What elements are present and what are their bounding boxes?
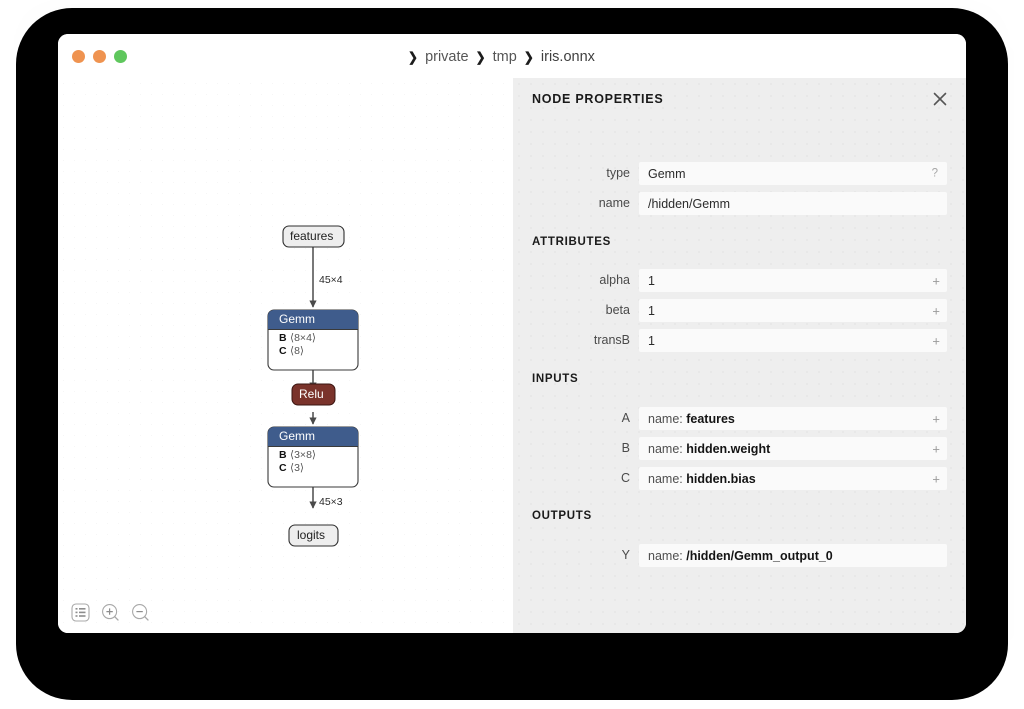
list-icon[interactable] xyxy=(70,602,91,623)
property-value-name-text: /hidden/Gemm xyxy=(648,196,730,211)
property-row-name: name /hidden/Gemm xyxy=(513,192,966,215)
attribute-value-alpha[interactable]: 1 + xyxy=(639,269,947,292)
expand-icon[interactable]: + xyxy=(932,441,940,456)
input-row-a: A name: features + xyxy=(513,407,966,430)
input-name-prefix: name: xyxy=(648,471,687,486)
input-value-a[interactable]: name: features + xyxy=(639,407,947,430)
breadcrumb-chevron-icon: ❯ xyxy=(408,49,419,65)
zoom-in-icon[interactable] xyxy=(100,602,121,623)
input-name-prefix: name: xyxy=(648,411,687,426)
graph-node-relu[interactable] xyxy=(291,383,336,406)
property-label-name: name xyxy=(598,196,630,210)
attribute-row-alpha: alpha 1 + xyxy=(513,269,966,292)
property-row-type: type Gemm ? xyxy=(513,162,966,185)
expand-icon[interactable]: + xyxy=(932,333,940,348)
help-icon[interactable]: ? xyxy=(931,166,938,179)
graph-node-gemm-1[interactable] xyxy=(267,309,359,371)
attribute-label-alpha: alpha xyxy=(599,273,630,287)
panel-title: NODE PROPERTIES xyxy=(532,92,664,106)
attribute-value-beta-text: 1 xyxy=(648,303,655,318)
output-value-y-text: /hidden/Gemm_output_0 xyxy=(686,548,833,563)
input-value-b-text: hidden.weight xyxy=(686,441,771,456)
node-properties-panel: NODE PROPERTIES type Gemm ? name /hidden… xyxy=(513,78,966,633)
property-value-type-text: Gemm xyxy=(648,166,686,181)
attribute-value-alpha-text: 1 xyxy=(648,273,655,288)
section-heading-attributes: ATTRIBUTES xyxy=(532,236,611,248)
zoom-out-icon[interactable] xyxy=(130,602,151,623)
expand-icon[interactable]: + xyxy=(932,411,940,426)
input-label-b: B xyxy=(621,441,630,455)
attribute-label-beta: beta xyxy=(605,303,630,317)
breadcrumb-item-file[interactable]: iris.onnx xyxy=(540,49,595,65)
input-value-b[interactable]: name: hidden.weight + xyxy=(639,437,947,460)
attribute-value-beta[interactable]: 1 + xyxy=(639,299,947,322)
output-label-y: Y xyxy=(621,548,630,562)
attribute-label-transb: transB xyxy=(593,333,630,347)
graph-node-features[interactable] xyxy=(282,225,345,248)
output-value-y[interactable]: name: /hidden/Gemm_output_0 xyxy=(639,544,947,567)
window-maximize-button[interactable] xyxy=(114,50,127,63)
panel-header: NODE PROPERTIES xyxy=(513,78,966,126)
attribute-value-transb-text: 1 xyxy=(648,333,655,348)
output-name-prefix: name: xyxy=(648,548,687,563)
input-label-a: A xyxy=(621,411,630,425)
expand-icon[interactable]: + xyxy=(932,273,940,288)
close-icon[interactable] xyxy=(928,87,952,111)
input-name-prefix: name: xyxy=(648,441,687,456)
input-value-c[interactable]: name: hidden.bias + xyxy=(639,467,947,490)
expand-icon[interactable]: + xyxy=(932,303,940,318)
property-value-type[interactable]: Gemm ? xyxy=(639,162,947,185)
property-label-type: type xyxy=(606,166,630,180)
attribute-row-beta: beta 1 + xyxy=(513,299,966,322)
graph-toolbar xyxy=(70,602,151,623)
section-heading-inputs: INPUTS xyxy=(532,373,579,385)
input-value-a-text: features xyxy=(686,411,735,426)
input-row-b: B name: hidden.weight + xyxy=(513,437,966,460)
graph-node-logits[interactable] xyxy=(288,524,339,547)
input-value-c-text: hidden.bias xyxy=(686,471,756,486)
property-value-name[interactable]: /hidden/Gemm xyxy=(639,192,947,215)
graph-canvas[interactable]: features 45×4 Gemm B ⟨8×4⟩ C ⟨8⟩ Relu Ge… xyxy=(58,78,513,633)
breadcrumb: ❯ private ❯ tmp ❯ iris.onnx xyxy=(408,47,595,67)
title-bar: ❯ private ❯ tmp ❯ iris.onnx xyxy=(58,34,966,78)
output-row-y: Y name: /hidden/Gemm_output_0 xyxy=(513,544,966,567)
attribute-value-transb[interactable]: 1 + xyxy=(639,329,947,352)
input-row-c: C name: hidden.bias + xyxy=(513,467,966,490)
breadcrumb-item-private[interactable]: private xyxy=(425,49,469,65)
breadcrumb-chevron-icon: ❯ xyxy=(523,49,534,65)
attribute-row-transb: transB 1 + xyxy=(513,329,966,352)
window-minimize-button[interactable] xyxy=(93,50,106,63)
model-graph xyxy=(267,225,359,547)
app-window: ❯ private ❯ tmp ❯ iris.onnx xyxy=(58,34,966,633)
window-close-button[interactable] xyxy=(72,50,85,63)
expand-icon[interactable]: + xyxy=(932,471,940,486)
graph-node-gemm-2[interactable] xyxy=(267,426,359,488)
input-label-c: C xyxy=(620,471,630,485)
section-heading-outputs: OUTPUTS xyxy=(532,510,592,522)
breadcrumb-chevron-icon: ❯ xyxy=(475,49,486,65)
breadcrumb-item-tmp[interactable]: tmp xyxy=(492,49,517,65)
